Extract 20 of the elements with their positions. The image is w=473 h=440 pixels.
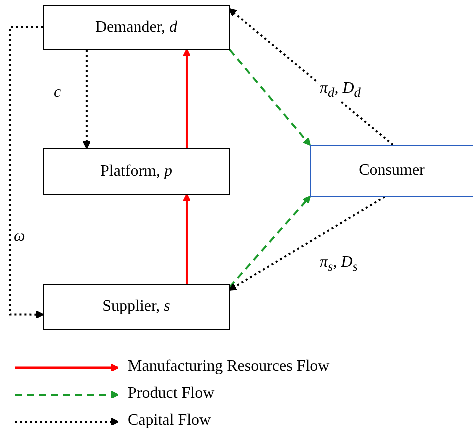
arrow: [182, 48, 192, 148]
legend-label: Capital Flow: [128, 412, 212, 430]
arrow: [229, 49, 311, 146]
arrow: [9, 26, 44, 319]
arrow: [228, 196, 386, 291]
arrow: [229, 196, 311, 288]
node-label: Platform, p: [100, 162, 172, 180]
arrow: [228, 8, 394, 146]
node-label: Supplier, s: [102, 298, 170, 316]
legend-label: Manufacturing Resources Flow: [128, 358, 330, 376]
process-box: [43, 284, 230, 330]
legend-label: Product Flow: [128, 385, 215, 403]
arrow: [82, 50, 91, 150]
consumer-box: [310, 145, 473, 197]
node-label: Demander, d: [96, 18, 178, 36]
process-box: [43, 148, 230, 195]
arrow: [182, 194, 192, 284]
process-box: [43, 5, 230, 50]
edge-label: π$_{d}$, D$_{d}$: [318, 80, 363, 101]
node-label: Consumer: [359, 162, 425, 180]
